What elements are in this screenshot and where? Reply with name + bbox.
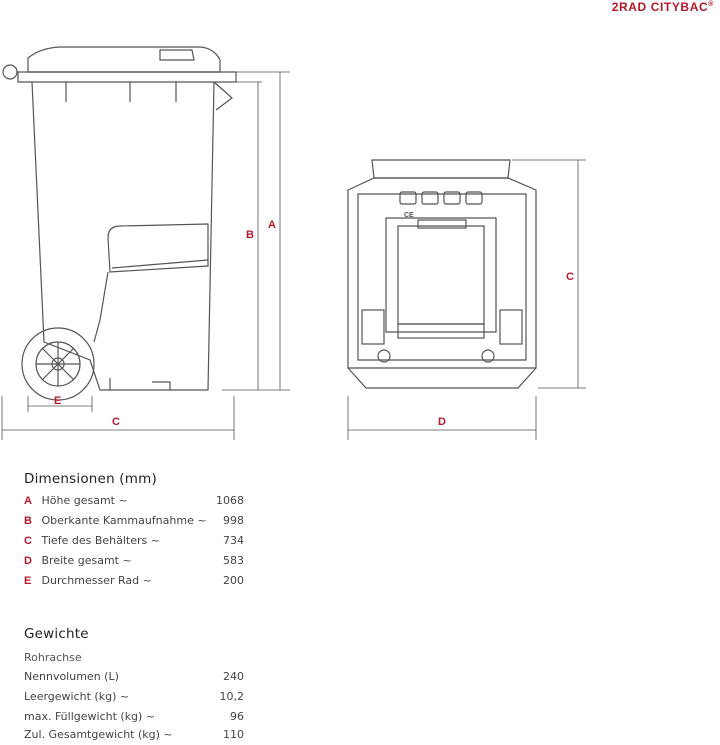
front-hinge-left [361,309,385,345]
dimension-key: B [24,515,32,527]
dimension-label: Oberkante Kammaufnahme ~ [41,514,207,527]
side-pocket-line [111,259,209,269]
weight-row: Nennvolumen (L) 240 [24,667,244,687]
weight-label: Zul. Gesamtgewicht (kg) ~ [24,728,173,741]
dimension-value: 998 [223,514,244,527]
front-panel [385,217,497,333]
side-lid [27,46,221,73]
front-dimensions [347,159,586,440]
dim-label-e: E [54,395,61,407]
technical-drawing: A B C E CE C D [1,46,586,440]
front-label-plate [417,219,467,229]
weight-value: 10,2 [219,690,245,703]
front-slot [465,191,483,205]
dim-label-d: D [438,416,446,428]
dimension-label: Breite gesamt ~ [41,554,132,567]
front-view [347,159,537,389]
dimension-row-a: A Höhe gesamt ~ 1068 [24,491,244,511]
dimension-value: 200 [223,574,244,587]
weight-value: 240 [223,670,244,683]
side-pocket-edge [93,271,109,343]
weights-title: Gewichte [24,626,89,642]
side-dimensions [1,71,290,440]
weight-label: Nennvolumen (L) [24,670,119,683]
dimension-key: E [24,575,32,587]
side-view [2,46,237,401]
dimension-key: A [24,495,32,507]
weights-subtitle: Rohrachse [24,651,82,664]
weight-label: Leergewicht (kg) ~ [24,690,130,703]
dimension-row-b: B Oberkante Kammaufnahme ~ 998 [24,511,244,531]
front-slot [443,191,461,205]
weight-value: 110 [223,728,244,741]
weight-row: Leergewicht (kg) ~ 10,2 [24,687,244,707]
dimension-row-d: D Breite gesamt ~ 583 [24,551,244,571]
side-foot [152,381,171,390]
ce-mark: CE [404,212,414,219]
front-body [347,177,537,369]
weight-value: 96 [230,710,244,723]
front-slot [421,191,439,205]
dimension-value: 1068 [216,494,244,507]
dimension-label: Durchmesser Rad ~ [41,574,152,587]
dim-label-b: B [246,229,254,241]
weight-row: Zul. Gesamtgewicht (kg) ~ 110 [24,725,244,745]
front-base [347,367,537,389]
weight-row: max. Füllgewicht (kg) ~ 96 [24,707,244,727]
front-slot [399,191,417,205]
dimension-label: Tiefe des Behälters ~ [41,534,160,547]
side-wheel [21,327,95,401]
side-wheel-spoke [41,347,75,381]
dimension-label: Höhe gesamt ~ [41,494,128,507]
dimension-row-e: E Durchmesser Rad ~ 200 [24,571,244,591]
dimensions-title: Dimensionen (mm) [24,471,157,487]
front-bolt [481,349,495,363]
dim-label-c-side: C [112,416,120,428]
front-lid [357,193,527,361]
front-grip [397,323,485,339]
side-comb-holder [213,81,233,111]
front-panel-inner [397,225,485,325]
front-handle-bar [371,159,511,179]
front-hinge-right [499,309,523,345]
dim-label-c-front: C [566,271,574,283]
front-bolt [377,349,391,363]
brand-logo: 2RAD CITYBAC® [612,0,714,14]
side-lid-handle [159,49,195,61]
side-pocket [107,223,209,273]
side-body [31,81,215,391]
weight-label: max. Füllgewicht (kg) ~ [24,710,156,723]
dimension-row-c: C Tiefe des Behälters ~ 734 [24,531,244,551]
side-rim [17,71,237,83]
dimension-key: D [24,555,32,567]
dim-label-a: A [268,219,276,231]
registered-mark: ® [708,1,714,8]
dimension-key: C [24,535,32,547]
dimension-value: 734 [223,534,244,547]
side-handle-ring [2,64,18,80]
brand-name: 2RAD CITYBAC [611,0,709,14]
dimension-value: 583 [223,554,244,567]
